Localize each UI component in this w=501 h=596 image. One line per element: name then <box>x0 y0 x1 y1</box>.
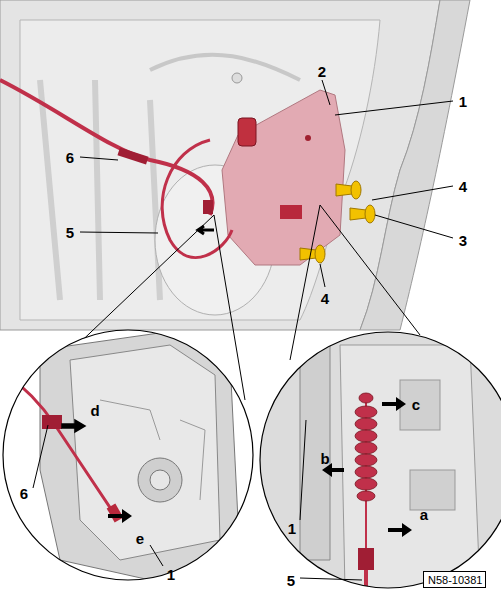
door-lock <box>222 90 345 265</box>
arrow-letter: d <box>89 402 100 419</box>
figure-number-box: N58-10381 <box>423 571 486 588</box>
callout-number: 1 <box>287 520 297 537</box>
callout-number: 1 <box>166 566 176 583</box>
callout-number: 6 <box>65 149 75 166</box>
callout-number: 4 <box>320 290 330 307</box>
callout-number: 4 <box>458 178 468 195</box>
callout-number: 6 <box>19 485 29 502</box>
callout-number: 1 <box>458 93 468 110</box>
callout-number: 5 <box>286 572 296 589</box>
callout-number: 5 <box>65 224 75 241</box>
rubber-boot <box>355 393 377 501</box>
callout-number: 2 <box>317 63 327 80</box>
door-panel <box>0 0 470 330</box>
arrow-letter: b <box>319 450 330 467</box>
direction-arrow <box>198 226 214 234</box>
arrow-letter: c <box>411 396 421 413</box>
arrow-letter: e <box>135 530 145 547</box>
callout-number: 3 <box>458 232 468 249</box>
detail-view-left <box>0 330 253 580</box>
arrow-letter: a <box>419 506 429 523</box>
figure-number: N58-10381 <box>428 574 481 587</box>
leader-line <box>80 80 453 287</box>
detail-view-right <box>260 330 501 596</box>
